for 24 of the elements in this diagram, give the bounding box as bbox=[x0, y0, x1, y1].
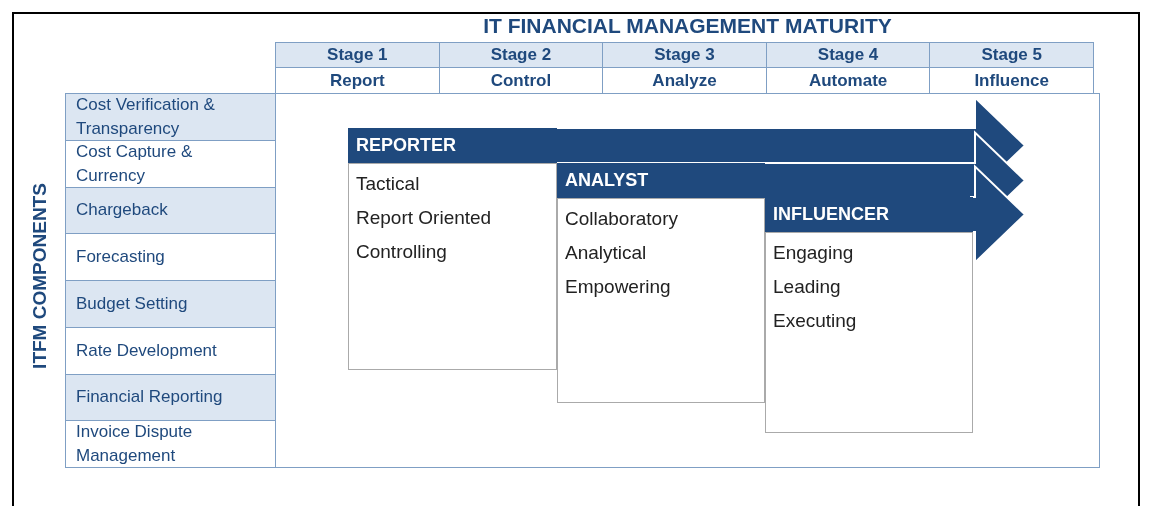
component-cell: Budget Setting bbox=[65, 280, 276, 328]
arrow-heading: INFLUENCER bbox=[773, 204, 889, 225]
component-cell: Financial Reporting bbox=[65, 373, 276, 422]
trait-text: Analytical bbox=[565, 242, 647, 264]
component-cell: Invoice Dispute Management bbox=[65, 420, 276, 468]
stage-cell: Stage 5 bbox=[929, 42, 1094, 68]
stage-cell: Stage 2 bbox=[438, 42, 604, 68]
trait-text: Collaboratory bbox=[565, 208, 678, 230]
stage-cell: Stage 3 bbox=[602, 42, 767, 68]
chart-title: IT FINANCIAL MANAGEMENT MATURITY bbox=[482, 14, 893, 38]
trait-text: Controlling bbox=[356, 241, 447, 263]
trait-text: Executing bbox=[773, 310, 857, 332]
stage-cell: Stage 1 bbox=[275, 42, 440, 68]
component-cell: Cost Verification & Transparency bbox=[65, 93, 276, 141]
trait-text: Empowering bbox=[565, 276, 671, 298]
trait-text: Engaging bbox=[773, 242, 854, 264]
trait-text: Report Oriented bbox=[356, 207, 492, 229]
trait-text: Tactical bbox=[356, 173, 420, 195]
trait-text: Leading bbox=[773, 276, 841, 298]
stage-cell: Stage 4 bbox=[765, 42, 931, 68]
arrow-heading: REPORTER bbox=[356, 135, 456, 156]
axis-title: ITFM COMPONENTS bbox=[29, 182, 51, 371]
arrow-heading: ANALYST bbox=[565, 170, 649, 191]
component-cell: Chargeback bbox=[65, 186, 276, 235]
